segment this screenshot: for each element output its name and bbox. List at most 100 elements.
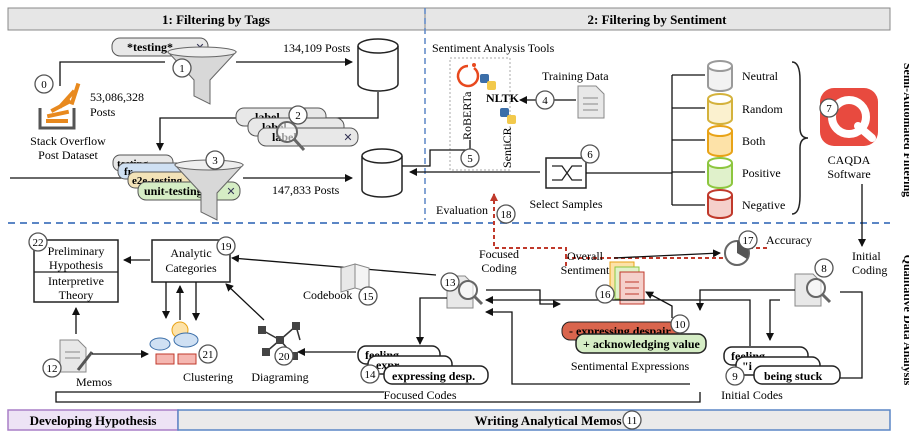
svg-text:9: 9 <box>732 371 738 383</box>
database-icon-2 <box>361 148 403 198</box>
shuffle-icon <box>545 157 587 189</box>
stackoverflow-icon <box>38 82 81 130</box>
svg-text:1: 1 <box>179 63 185 75</box>
step-marker-3: 3 <box>205 150 225 170</box>
bucket-random-label: Random <box>742 102 783 116</box>
svg-text:2: 2 <box>295 110 301 122</box>
step-marker-5: 5 <box>460 148 480 168</box>
evaluation-label: Evaluation <box>436 203 488 217</box>
header-filtering-sentiment-title: 2: Filtering by Sentiment <box>587 12 727 27</box>
step-marker-18: 18 <box>496 204 516 224</box>
arrow-overall-to-accuracy <box>613 249 721 259</box>
svg-text:14: 14 <box>365 369 377 381</box>
sentiment-tools-title: Sentiment Analysis Tools <box>432 41 555 55</box>
svg-text:8: 8 <box>821 263 827 275</box>
overall-line2: Sentiment <box>561 263 610 277</box>
step-marker-14: 14 <box>360 364 380 384</box>
arrow-initial-codes-to-focused <box>485 296 751 346</box>
initial-codes-label: Initial Codes <box>721 388 783 402</box>
tool-senticr: SentiCR <box>500 127 514 168</box>
step-marker-10: 10 <box>670 314 690 334</box>
tag-testing-text: *testing* <box>127 40 173 54</box>
document-icon-training <box>577 85 605 119</box>
bucket-positive-icon <box>707 157 733 189</box>
focused-code-pill-3: expressing desp. <box>392 369 475 383</box>
svg-text:17: 17 <box>743 235 755 247</box>
step-marker-4: 4 <box>535 90 555 110</box>
database-icon-1 <box>357 38 399 92</box>
memos-label: Memos <box>76 375 112 389</box>
bucket-neutral-label: Neutral <box>742 69 779 83</box>
hypothesis-line1: Preliminary <box>48 244 105 258</box>
theory-line2: Theory <box>59 288 94 302</box>
focused-coding-line1: Focused <box>479 247 519 261</box>
svg-text:20: 20 <box>279 351 291 363</box>
memo-document-icon <box>59 339 94 373</box>
tool-roberta: RoBERTa <box>460 91 474 140</box>
svg-text:7: 7 <box>826 103 832 115</box>
arrow-focused-to-categories <box>231 254 437 276</box>
bucket-random-icon <box>707 93 733 125</box>
svg-text:22: 22 <box>33 237 44 249</box>
bucket-brace <box>791 61 809 215</box>
dataset-label-line1: Stack Overflow <box>30 134 106 148</box>
step-marker-8: 8 <box>814 258 834 278</box>
step-marker-2: 2 <box>288 105 308 125</box>
step-marker-11: 11 <box>622 410 642 430</box>
step-marker-12: 12 <box>42 358 62 378</box>
overall-documents-icon <box>609 261 645 305</box>
svg-text:19: 19 <box>221 241 233 253</box>
svg-text:13: 13 <box>445 277 457 289</box>
posts-count-a: 134,109 Posts <box>283 41 351 55</box>
bar-writing-memos-label: Writing Analytical Memos <box>474 413 621 428</box>
sentimental-expressions-label: Sentimental Expressions <box>571 359 690 373</box>
step-marker-21: 21 <box>198 344 218 364</box>
svg-text:4: 4 <box>542 95 548 107</box>
step-marker-1: 1 <box>172 58 192 78</box>
arrow-initial-to-codes <box>766 299 780 341</box>
step-marker-9: 9 <box>725 366 745 386</box>
focused-coding-line2: Coding <box>481 261 516 275</box>
document-search-icon-initial <box>794 273 832 307</box>
arrow-initial-codes-loop <box>485 308 690 385</box>
bucket-neutral-icon <box>707 60 733 92</box>
bucket-negative-icon <box>707 189 733 219</box>
flow-db2-to-tools <box>402 140 471 167</box>
arrow-focused-to-expressions <box>486 289 561 308</box>
codebook-icon <box>340 263 370 293</box>
python-icon-2 <box>500 108 516 124</box>
codebook-label: Codebook <box>303 288 352 302</box>
svg-text:12: 12 <box>47 363 58 375</box>
analytic-line1: Analytic <box>170 246 211 260</box>
posts-count-b: 147,833 Posts <box>272 183 340 197</box>
svg-text:3: 3 <box>212 155 218 167</box>
initial-code-pill-3: being stuck <box>764 369 823 383</box>
analytic-line2: Categories <box>165 261 217 275</box>
svg-text:6: 6 <box>587 149 593 161</box>
initial-coding-line2: Coding <box>852 263 887 277</box>
focused-codes-label: Focused Codes <box>384 388 457 402</box>
arrow-diagraming-to-categories <box>225 283 265 321</box>
svg-text:0: 0 <box>41 79 47 91</box>
overall-line1: Overall <box>567 249 604 263</box>
label-close-icon: ✕ <box>343 132 352 144</box>
total-posts-count: 53,086,328 <box>90 90 144 104</box>
hypothesis-box <box>33 239 119 303</box>
bucket-both-icon <box>707 125 733 157</box>
step-marker-7: 7 <box>819 98 839 118</box>
tools-box <box>449 57 511 171</box>
accuracy-label: Accuracy <box>766 233 812 247</box>
select-samples-label: Select Samples <box>530 197 603 211</box>
step-marker-16: 16 <box>595 284 615 304</box>
hypothesis-line2: Hypothesis <box>49 258 103 272</box>
diagraming-label: Diagraming <box>251 370 308 384</box>
clustering-label: Clustering <box>183 370 233 384</box>
tag-unit-close-icon: ✕ <box>226 186 235 198</box>
bar-writing-memos <box>177 409 891 431</box>
bucket-both-label: Both <box>742 134 765 148</box>
python-icon-1 <box>480 74 496 90</box>
total-posts-word: Posts <box>90 105 116 119</box>
bar-developing-hypothesis-label: Developing Hypothesis <box>30 413 157 428</box>
